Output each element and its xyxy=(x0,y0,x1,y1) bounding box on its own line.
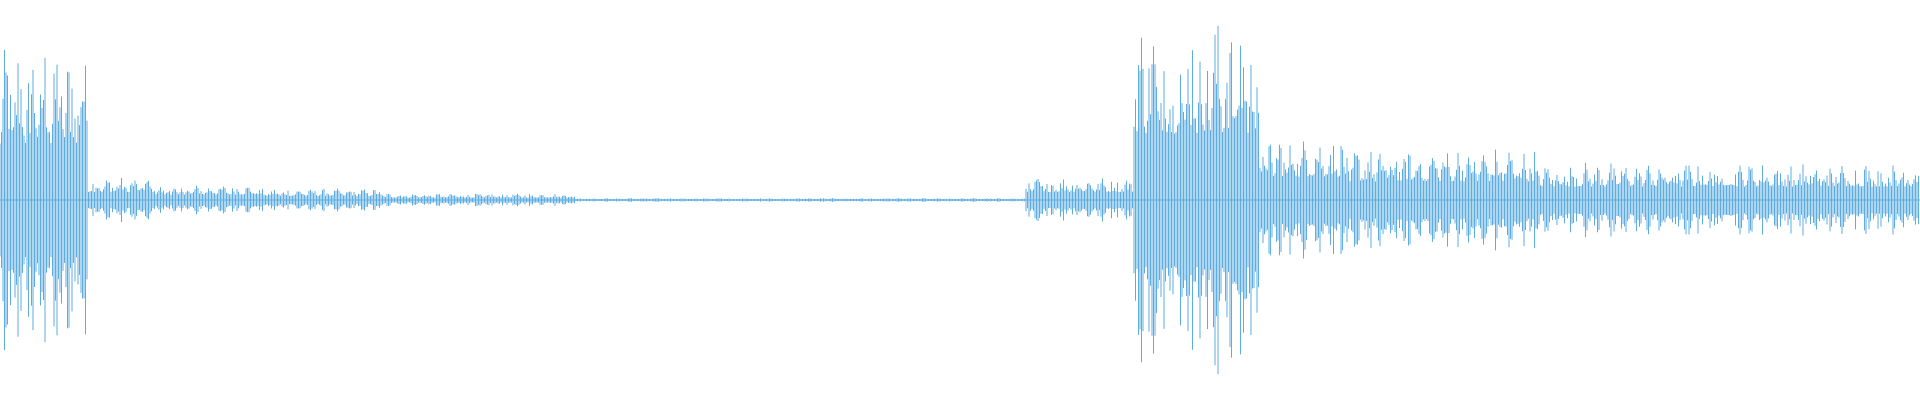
waveform-bars xyxy=(0,25,1919,375)
